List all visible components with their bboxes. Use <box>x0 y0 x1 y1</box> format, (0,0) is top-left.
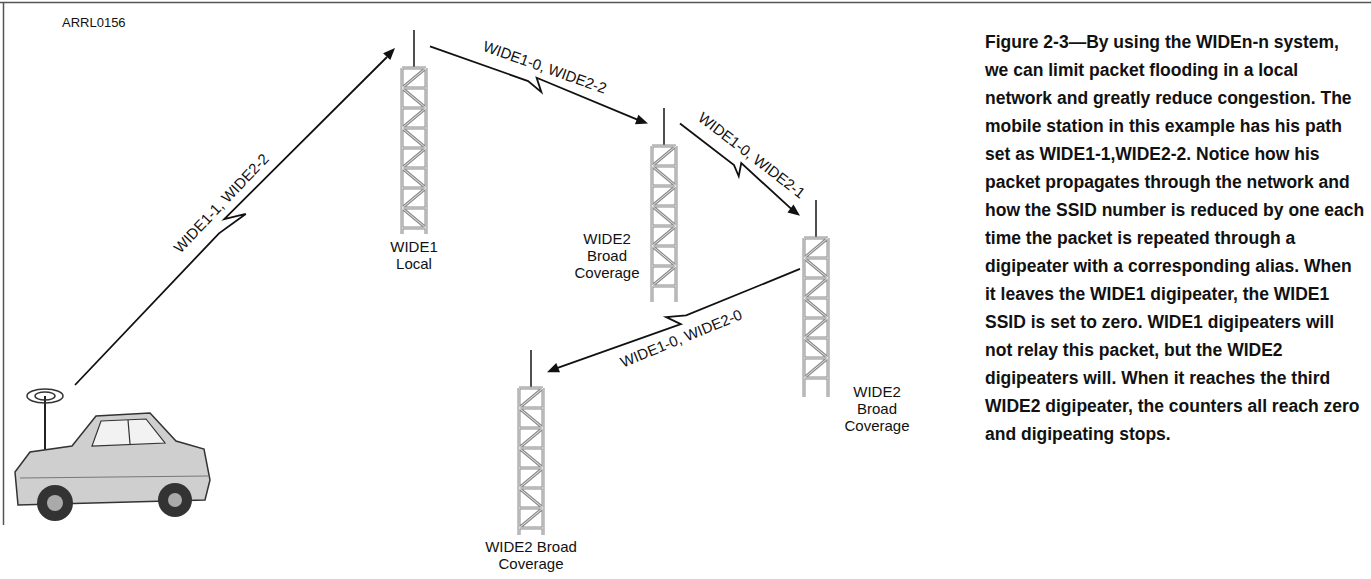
car-illustration <box>15 389 210 521</box>
frame-line <box>3 2 5 525</box>
tower-lattice <box>652 146 676 302</box>
radio-path-arrow <box>75 48 395 385</box>
arrowhead <box>787 204 800 215</box>
figure-caption: Figure 2-3—By using the WIDEn-n system, … <box>985 28 1365 448</box>
tower-lattice <box>402 68 426 234</box>
tower-mast <box>663 108 665 146</box>
tower-lattice <box>804 238 828 397</box>
tower-symbol <box>648 108 680 302</box>
path-label: WIDE1-1, WIDE2-2 <box>170 150 272 256</box>
tower-node: WIDE1 Local <box>398 30 430 234</box>
arrowhead <box>547 363 560 372</box>
frame-line <box>0 2 1371 4</box>
tower-mast <box>413 30 415 68</box>
path-label: WIDE1-0, WIDE2-2 <box>481 37 609 96</box>
tower-lattice <box>402 68 426 234</box>
tower-label: WIDE1 Local <box>384 238 444 272</box>
tower-mast <box>530 350 532 388</box>
tower-node: WIDE2 Broad Coverage <box>800 200 832 397</box>
tower-node: WIDE2 Broad Coverage <box>648 108 680 302</box>
tower-label: WIDE2 Broad Coverage <box>469 538 593 572</box>
tower-lattice <box>652 146 676 302</box>
arrowhead <box>635 115 648 124</box>
tower-lattice <box>519 388 543 535</box>
tower-symbol <box>515 350 547 535</box>
tower-label: WIDE2 Broad Coverage <box>840 383 914 434</box>
radio-link <box>556 269 800 368</box>
figure-code: ARRL0156 <box>62 14 126 31</box>
tower-symbol <box>398 30 430 234</box>
path-label: WIDE1-0, WIDE2-1 <box>695 108 808 201</box>
tower-lattice <box>804 238 828 397</box>
tower-label: WIDE2 Broad Coverage <box>571 230 643 281</box>
tower-mast <box>815 200 817 238</box>
tower-symbol <box>800 200 832 397</box>
tower-node: WIDE2 Broad Coverage <box>515 350 547 535</box>
tower-lattice <box>519 388 543 535</box>
